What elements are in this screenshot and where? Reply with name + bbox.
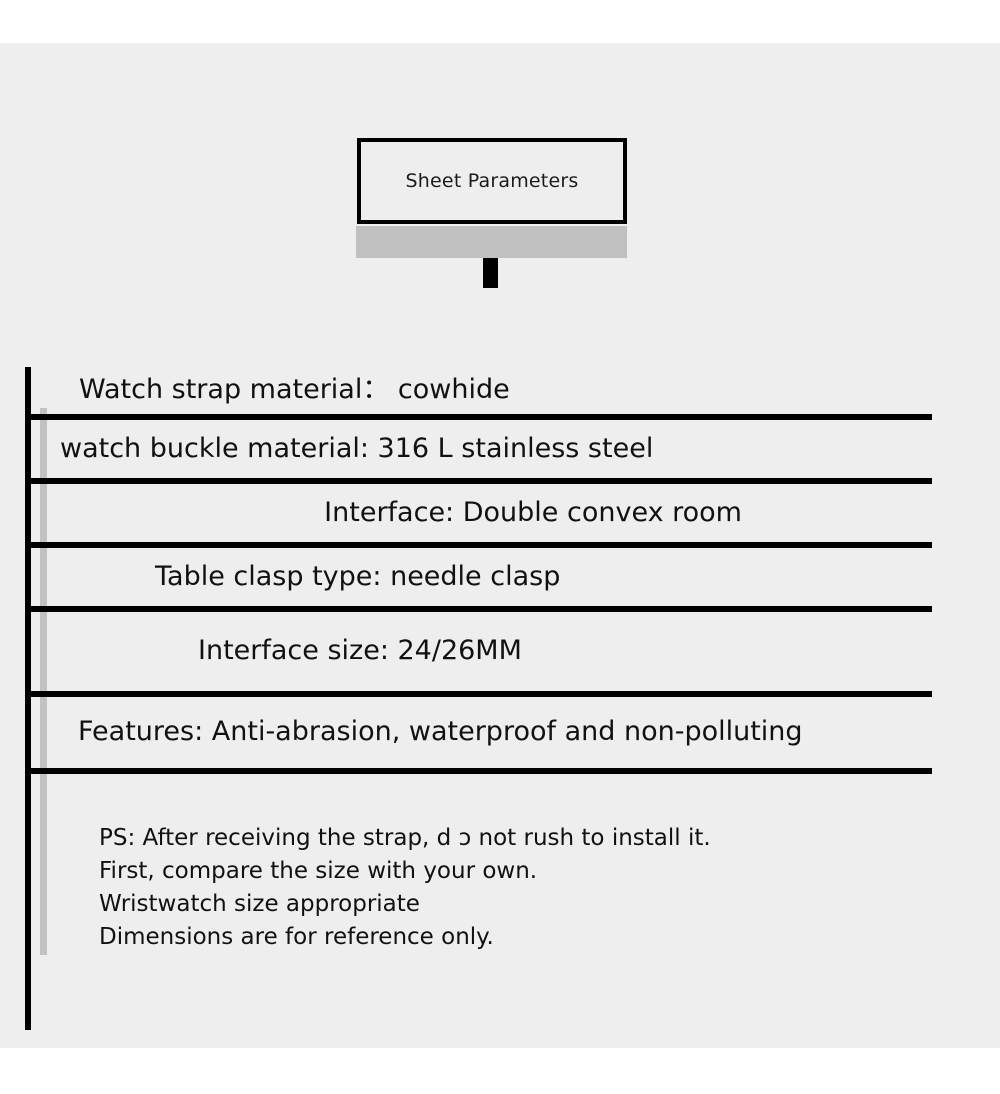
header-connector-tick xyxy=(483,258,498,288)
note-line: PS: After receiving the strap, d ɔ not r… xyxy=(99,825,711,851)
spec-table: Watch strap material： cowhide watch buck… xyxy=(31,367,932,774)
spec-row-text: Interface: Double convex room xyxy=(324,496,742,528)
header-card: Sheet Parameters xyxy=(357,138,627,224)
table-row: Watch strap material： cowhide xyxy=(31,367,932,420)
table-row: watch buckle material: 316 L stainless s… xyxy=(31,420,932,484)
spec-row-text: Interface size: 24/26MM xyxy=(198,635,522,667)
left-rail-black xyxy=(25,367,31,1030)
spec-row-text: Watch strap material： cowhide xyxy=(79,374,510,406)
table-row: Features: Anti-abrasion, waterproof and … xyxy=(31,697,932,774)
postscript-note: PS: After receiving the strap, d ɔ not r… xyxy=(99,822,859,954)
spec-row-text: Features: Anti-abrasion, waterproof and … xyxy=(78,716,803,748)
note-line: Dimensions are for reference only. xyxy=(99,924,494,950)
note-line: Wristwatch size appropriate xyxy=(99,891,420,917)
spec-row-text: watch buckle material: 316 L stainless s… xyxy=(60,432,654,464)
table-row: Table clasp type: needle clasp xyxy=(31,548,932,612)
note-line: First, compare the size with your own. xyxy=(99,858,538,884)
table-row: Interface: Double convex room xyxy=(31,484,932,548)
table-row: Interface size: 24/26MM xyxy=(31,612,932,697)
left-rail-gray xyxy=(40,408,47,955)
header-card-shadow xyxy=(356,226,627,258)
spec-row-text: Table clasp type: needle clasp xyxy=(155,560,561,592)
page-title: Sheet Parameters xyxy=(405,170,579,192)
